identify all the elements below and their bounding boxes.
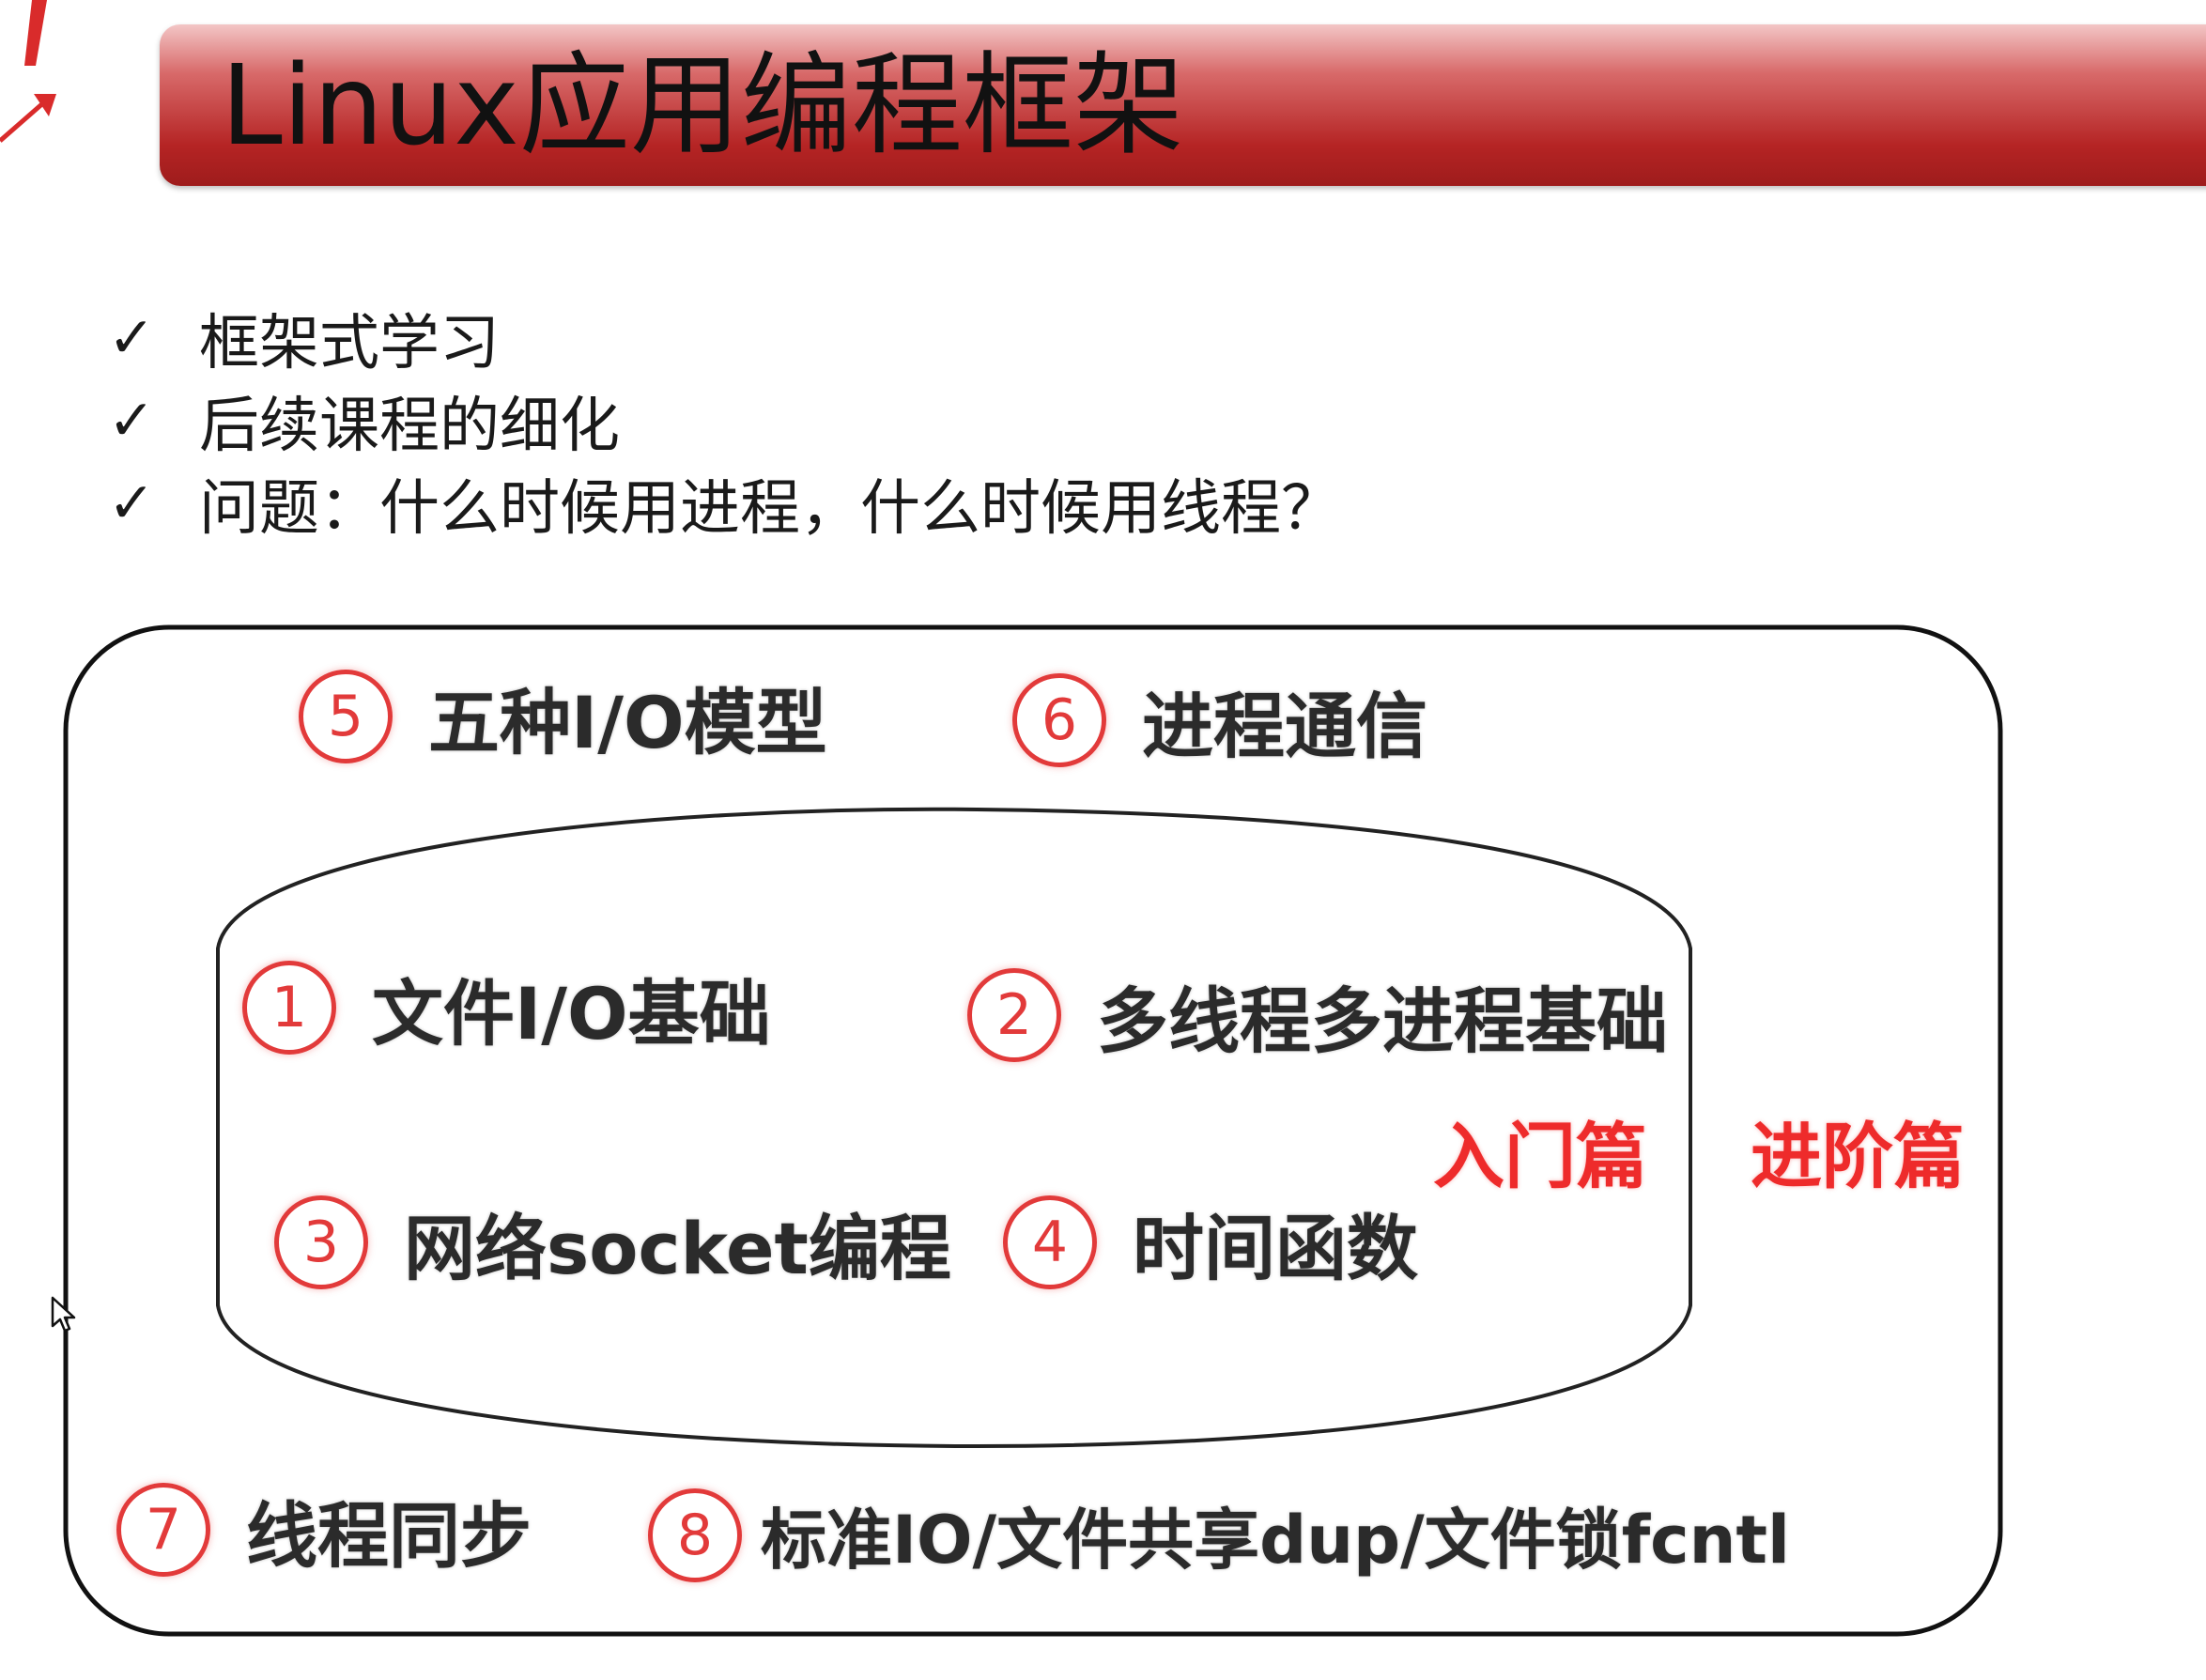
check-icon: ✓ [107,305,156,371]
advanced-tier-label: 进阶篇 [1751,1115,1965,1198]
item-label: 多线程多进程基础 [1097,979,1668,1063]
number-badge: 5 [299,670,393,763]
bullet-item: ✓ 框架式学习 [103,297,1341,379]
number-badge: 2 [967,968,1061,1062]
item-label: 时间函数 [1133,1207,1418,1290]
number-badge: 1 [242,961,336,1055]
diagram-item-1: 1 文件I/O基础 [242,956,771,1059]
number-badge: 6 [1012,673,1106,767]
diagram-item-2: 2 多线程多进程基础 [967,963,1668,1067]
number-badge: 4 [1003,1195,1097,1289]
diagram-item-3: 3 网络socket编程 [274,1191,951,1294]
bullet-item: ✓ 问题：什么时候用进程，什么时候用线程？ [103,462,1341,545]
number-badge: 8 [648,1487,742,1582]
corner-decoration-icon [0,0,56,143]
check-icon: ✓ [107,388,156,454]
number-badge: 7 [116,1483,210,1577]
number-badge: 3 [274,1195,368,1289]
outer-advanced-box [63,624,2003,1637]
bullet-text: 问题：什么时候用进程，什么时候用线程？ [199,474,1341,544]
item-label: 标准IO/文件共享dup/文件锁fcntl [761,1502,1790,1579]
bullet-list: ✓ 框架式学习 ✓ 后续课程的细化 ✓ 问题：什么时候用进程，什么时候用线程？ [103,297,1341,545]
bullet-item: ✓ 后续课程的细化 [103,379,1341,462]
item-label: 文件I/O基础 [372,972,771,1056]
item-label: 网络socket编程 [404,1207,951,1290]
diagram-item-6: 6 进程通信 [1012,669,1427,772]
inner-basic-cylinder [216,807,1692,1449]
bullet-text: 后续课程的细化 [199,392,620,461]
diagram-item-4: 4 时间函数 [1003,1191,1418,1294]
page-title: Linux应用编程框架 [221,40,1184,170]
check-icon: ✓ [107,470,156,536]
title-banner [160,24,2206,186]
item-label: 进程通信 [1142,685,1427,768]
item-label: 五种I/O模型 [428,681,827,764]
bullet-text: 框架式学习 [199,309,500,378]
diagram-item-7: 7 线程同步 [116,1478,532,1581]
diagram-item-8: 8 标准IO/文件共享dup/文件锁fcntl [648,1487,1790,1582]
mouse-cursor-icon [51,1296,76,1333]
item-label: 线程同步 [246,1494,532,1578]
diagram-item-5: 5 五种I/O模型 [299,665,827,768]
basic-tier-label: 入门篇 [1433,1115,1647,1198]
